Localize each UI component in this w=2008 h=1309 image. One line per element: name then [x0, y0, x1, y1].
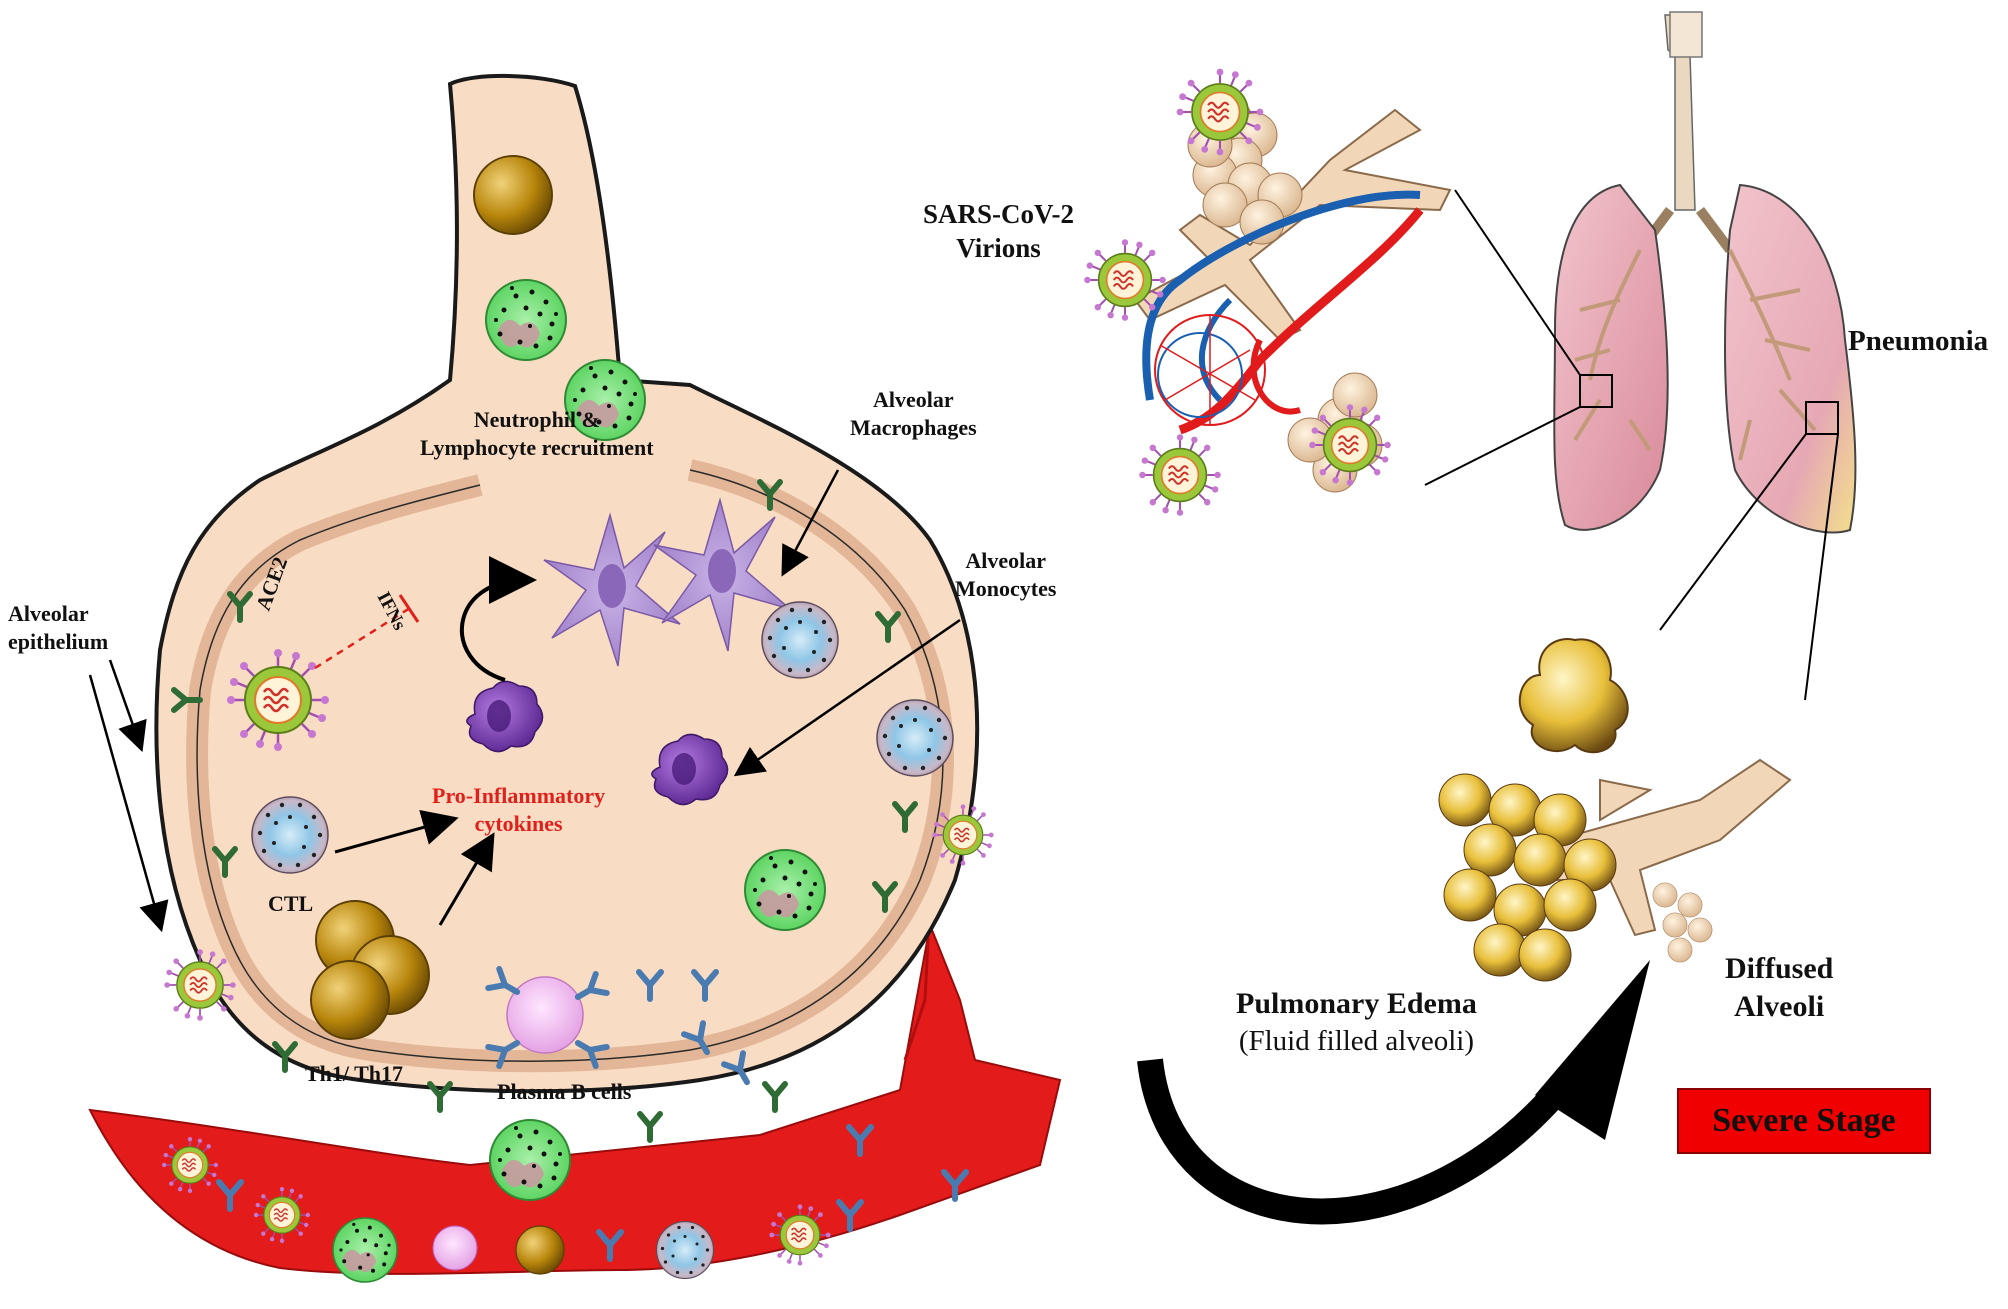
virion-icon: [1175, 67, 1265, 157]
ace2-receptor-icon: [640, 1114, 660, 1140]
neutrophil-icon: [332, 1217, 398, 1283]
virion-icon: [931, 803, 995, 867]
neutrophil-icon: [485, 279, 567, 361]
neutrophil-icon: [744, 849, 826, 931]
virion-icon: [225, 647, 331, 753]
lung-panel: [1083, 11, 1857, 1225]
virion-icon: [1308, 403, 1392, 487]
ctl-icon: [876, 699, 954, 777]
ctl-icon: [761, 601, 839, 679]
ctl-icon: [655, 1220, 715, 1280]
virion-icon: [163, 948, 237, 1022]
lymphocyte-icon: [473, 155, 553, 235]
virion-icon: [1083, 238, 1167, 322]
lymphocyte-icon: [515, 1225, 565, 1275]
plasma-b-cell-icon: [432, 1225, 478, 1271]
plasma-b-cell-icon: [488, 969, 607, 1066]
virion-icon: [768, 1203, 832, 1267]
curved-arrow-icon: [459, 556, 537, 682]
virion-icon: [161, 1136, 219, 1194]
bronchiole-icon: [1133, 97, 1452, 493]
ace2-receptor-icon: [765, 1084, 785, 1110]
neutrophil-icon: [564, 359, 646, 441]
alveolus-panel: [88, 74, 1062, 1283]
lungs-icon: [1553, 11, 1857, 534]
virion-icon: [253, 1186, 311, 1244]
alveolus-sac: [154, 74, 980, 1094]
neutrophil-icon: [489, 1119, 571, 1201]
virion-icon: [1138, 433, 1222, 517]
diffused-alveoli-icon: [1438, 638, 1792, 982]
lymphocyte-icon: [310, 960, 390, 1040]
curved-arrow-icon: [1137, 1058, 1586, 1225]
ctl-icon: [251, 796, 329, 874]
